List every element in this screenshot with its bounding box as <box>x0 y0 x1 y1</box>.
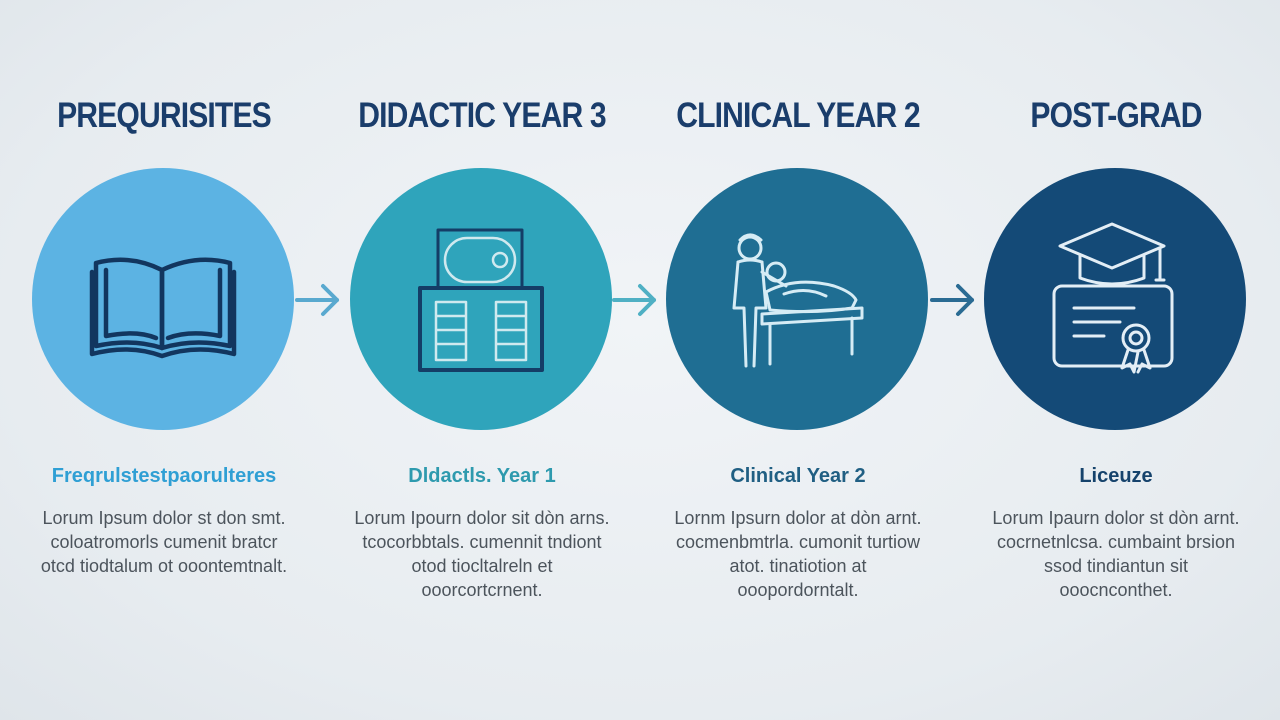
step-circle <box>350 168 612 430</box>
arrow-right-icon <box>610 270 660 330</box>
arrow-right-icon <box>293 270 343 330</box>
clinician-patient-icon <box>732 233 864 368</box>
step-description: Lorum Ipsum dolor st don smt. coloatromo… <box>40 508 288 576</box>
step-label: Dldactls. Year 1 <box>408 465 556 487</box>
step-didactic: DIDACTIC YEAR 3 Dldactls. Year 1 Lorum I… <box>322 0 642 720</box>
step-heading: CLINICAL YEAR 2 <box>676 96 920 135</box>
step-heading: POST-GRAD <box>1030 96 1202 135</box>
step-label: Liceuze <box>1079 465 1153 487</box>
classroom-icon <box>418 228 544 372</box>
step-description: Lorum Ipourn dolor sit dòn arns. tcocorb… <box>354 508 610 600</box>
arrow-right-icon <box>928 270 978 330</box>
step-heading: DIDACTIC YEAR 3 <box>358 96 606 135</box>
step-circle <box>32 168 294 430</box>
step-circle <box>666 168 928 430</box>
step-label: Freqrulstestpaorulteres <box>51 465 277 487</box>
open-book-icon <box>89 257 237 359</box>
step-label: Clinical Year 2 <box>730 465 866 487</box>
step-description: Lorum Ipaurn dolor st dòn arnt. cocrnetn… <box>992 508 1240 600</box>
step-clinical: CLINICAL YEAR 2 Clinical Year 2 Lornm Ip… <box>638 0 958 720</box>
step-circle <box>984 168 1246 430</box>
graduation-certificate-icon <box>1052 222 1174 374</box>
step-heading: PREQURISITES <box>57 96 272 135</box>
step-prerequisites: PREQURISITES Freqrulstestpaorulteres Lor… <box>4 0 324 720</box>
step-description: Lornm Ipsurn dolor at dòn arnt. cocmenbm… <box>674 508 922 600</box>
step-post-grad: POST-GRAD Liceuze Lorum Ipaurn dolor st … <box>956 0 1276 720</box>
